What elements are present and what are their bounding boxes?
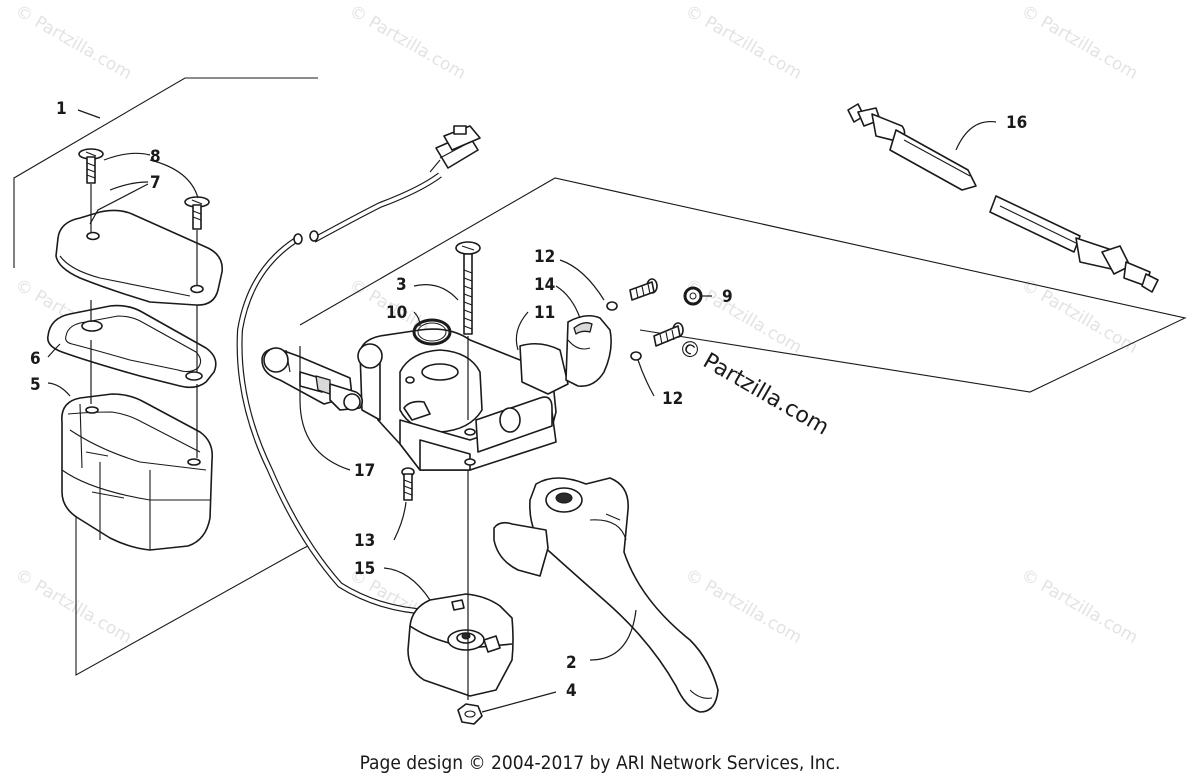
callout-labels: 1 2 3 4 5 6 7 8 9 10 11 12 12 13 14 15 1… — [30, 99, 1027, 701]
cover-screw-right — [184, 196, 210, 285]
switch-screw — [401, 467, 415, 501]
watermark-tile: © Partzilla.com — [12, 565, 136, 648]
callout-15: 15 — [354, 559, 375, 579]
callout-6: 6 — [30, 349, 41, 369]
callout-12-upper: 12 — [534, 247, 555, 267]
callout-2: 2 — [566, 653, 577, 673]
callout-12-lower: 12 — [662, 389, 683, 409]
watermark-tile: © Partzilla.com — [1018, 1, 1142, 84]
washer — [683, 286, 703, 306]
callout-11: 11 — [534, 303, 555, 323]
circlip-lower — [630, 351, 642, 361]
callout-13: 13 — [354, 531, 375, 551]
reservoir-body — [61, 340, 214, 551]
o-ring — [412, 318, 452, 346]
assembly-frame-left — [13, 77, 318, 676]
clamp-screw-lower — [653, 322, 684, 347]
callout-7: 7 — [150, 173, 161, 193]
watermark-tile: © Partzilla.com — [682, 565, 806, 648]
watermark-tile: © Partzilla.com — [346, 1, 470, 84]
callout-16: 16 — [1006, 113, 1027, 133]
callout-3: 3 — [396, 275, 407, 295]
callout-9: 9 — [722, 287, 733, 307]
lock-nut — [457, 703, 483, 725]
watermark-tile: © Partzilla.com — [1018, 565, 1142, 648]
master-cylinder-body — [357, 328, 569, 471]
clamp-screw-upper — [629, 278, 658, 301]
watermark-tile: © Partzilla.com — [12, 1, 136, 84]
plunger-switch — [261, 347, 364, 411]
callout-8: 8 — [150, 147, 161, 167]
callout-14: 14 — [534, 275, 555, 295]
callout-5: 5 — [30, 375, 41, 395]
circlip-upper — [606, 301, 618, 311]
watermark-tile: © Partzilla.com — [682, 1, 806, 84]
callout-10: 10 — [386, 303, 407, 323]
leader-lines — [47, 109, 997, 713]
reservoir-cover — [55, 209, 224, 306]
cover-screw-left — [78, 148, 104, 232]
brake-hose — [847, 103, 1159, 293]
callout-17: 17 — [354, 461, 375, 481]
wiring-harness — [236, 172, 442, 615]
brake-light-switch — [407, 593, 514, 697]
page-footer: Page design © 2004-2017 by ARI Network S… — [359, 752, 841, 774]
wire-connector — [429, 125, 481, 173]
callout-1: 1 — [56, 99, 67, 119]
assembly-frame-right — [299, 177, 1187, 393]
watermark-tile: © Partzilla.com — [1018, 275, 1142, 358]
brake-lever — [493, 477, 719, 713]
callout-4: 4 — [566, 681, 577, 701]
pivot-screw — [455, 241, 481, 420]
reservoir-diaphragm — [46, 300, 217, 389]
handlebar-clamp — [565, 314, 612, 388]
